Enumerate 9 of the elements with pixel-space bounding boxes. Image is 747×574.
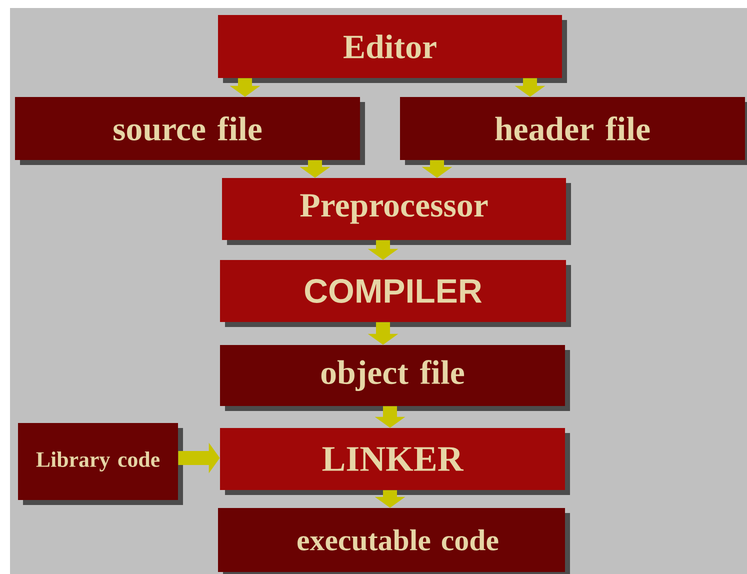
- process-box: object file: [220, 344, 570, 411]
- process-box: source file: [15, 96, 365, 165]
- process-box: Preprocessor: [222, 178, 571, 245]
- process-box: Editor: [218, 15, 567, 83]
- process-box: LINKER: [220, 428, 570, 495]
- process-box: COMPILER: [220, 260, 571, 327]
- process-box: header file: [400, 96, 747, 165]
- process-box: Library code: [18, 422, 183, 505]
- process-box: executable code: [218, 508, 570, 574]
